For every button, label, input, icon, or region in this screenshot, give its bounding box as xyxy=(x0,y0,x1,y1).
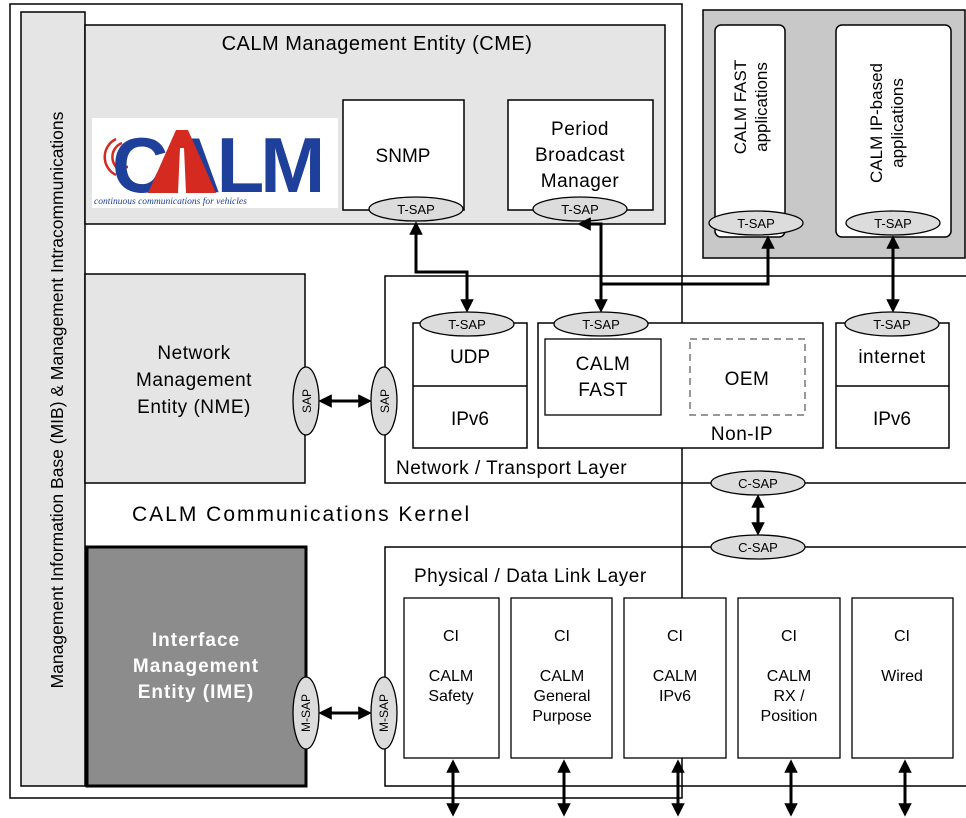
arrow-fast-apps xyxy=(601,235,775,286)
network-csap-label: C-SAP xyxy=(738,476,778,491)
calm-logo: CALM continuous communications for vehic… xyxy=(92,118,338,209)
physical-layer-label: Physical / Data Link Layer xyxy=(414,566,647,587)
ci-general-line3: Purpose xyxy=(532,708,592,725)
ci-ipv6-ci: CI xyxy=(667,628,683,645)
ci-wired-ci: CI xyxy=(894,628,910,645)
ci-box-wired xyxy=(851,597,954,759)
network-sap-label: SAP xyxy=(378,389,392,413)
snmp-tsap-label: T-SAP xyxy=(397,202,435,217)
calm-fast-apps-line2: applications xyxy=(752,62,771,152)
ip-apps-tsap-label: T-SAP xyxy=(874,216,912,231)
fast-apps-tsap xyxy=(708,210,804,236)
ime-line3: Entity (IME) xyxy=(138,682,255,703)
ci-wired-line1: Wired xyxy=(881,668,923,685)
calm-ip-apps-line1: CALM IP-based xyxy=(867,63,886,183)
signal-arc-3 xyxy=(103,137,117,177)
nme-box xyxy=(84,273,306,484)
ime-box xyxy=(85,545,308,788)
nme-line1: Network xyxy=(157,343,230,364)
udp-tsap-label: T-SAP xyxy=(448,317,486,332)
network-layer-label: Network / Transport Layer xyxy=(396,458,627,479)
nme-line3: Entity (NME) xyxy=(137,397,251,418)
ci-safety-line1: CALM xyxy=(429,668,473,685)
ci-box-general xyxy=(510,597,613,759)
ci-general-line2: General xyxy=(534,688,591,705)
internet-ipv6-label: IPv6 xyxy=(873,409,911,430)
ci-safety-line2: Safety xyxy=(428,688,473,705)
calm-fast-box xyxy=(544,338,662,416)
calm-fast-apps-line1: CALM FAST xyxy=(731,60,750,154)
non-ip-label: Non-IP xyxy=(711,424,773,445)
ci-general-line1: CALM xyxy=(540,668,584,685)
physical-csap-label: C-SAP xyxy=(738,540,778,555)
ci-rx-ci: CI xyxy=(781,628,797,645)
internet-tsap-label: T-SAP xyxy=(873,317,911,332)
non-ip-tsap-label: T-SAP xyxy=(582,317,620,332)
oem-label: OEM xyxy=(725,369,770,390)
road-stripe xyxy=(178,148,186,193)
pbm-line3: Manager xyxy=(541,171,620,192)
ci-rx-line3: Position xyxy=(761,708,818,725)
pbm-box xyxy=(507,99,654,211)
oem-box xyxy=(689,338,806,416)
pbm-tsap-label: T-SAP xyxy=(561,202,599,217)
calm-logo-tagline: continuous communications for vehicles xyxy=(94,196,247,207)
pbm-line2: Broadcast xyxy=(535,145,625,166)
udp-label: UDP xyxy=(450,347,490,368)
signal-arc-1 xyxy=(116,145,129,169)
connector-arrows xyxy=(318,217,912,817)
ip-apps-tsap xyxy=(845,210,941,236)
internet-label: internet xyxy=(858,347,926,368)
nme-line2: Management xyxy=(136,370,252,391)
calm-fast-line1: CALM xyxy=(576,354,631,375)
signal-arc-2 xyxy=(111,141,123,173)
physical-msap-label: M-SAP xyxy=(377,694,391,732)
ime-line2: Management xyxy=(133,656,259,677)
ime-msap-label: M-SAP xyxy=(299,694,313,732)
snmp-label: SNMP xyxy=(376,146,431,167)
ci-box-rx-position xyxy=(737,597,841,759)
arrow-snmp-udp xyxy=(409,221,474,313)
arrow-pbm-fast xyxy=(577,217,608,313)
pbm-line1: Period xyxy=(551,119,609,140)
udp-ipv6-label: IPv6 xyxy=(451,409,489,430)
mib-sidebar-label: Management Information Base (MIB) & Mana… xyxy=(47,111,67,688)
kernel-label: CALM Communications Kernel xyxy=(132,503,471,526)
ci-box-safety xyxy=(403,597,500,759)
calm-logo-text: CALM xyxy=(112,121,321,209)
calm-fast-line2: FAST xyxy=(578,380,628,401)
calm-ip-apps-line2: applications xyxy=(888,78,907,168)
ci-ipv6-line2: IPv6 xyxy=(659,688,691,705)
fast-apps-tsap-label: T-SAP xyxy=(737,216,775,231)
cme-title: CALM Management Entity (CME) xyxy=(222,33,533,55)
calm-fast-applications-box xyxy=(714,24,786,238)
nme-sap-label: SAP xyxy=(300,389,314,413)
ci-safety-ci: CI xyxy=(443,628,459,645)
ci-rx-line1: CALM xyxy=(767,668,811,685)
ci-ipv6-line1: CALM xyxy=(653,668,697,685)
ci-general-ci: CI xyxy=(554,628,570,645)
snmp-tsap xyxy=(368,196,464,222)
ime-line1: Interface xyxy=(152,630,240,651)
ci-rx-line2: RX / xyxy=(773,688,805,705)
snmp-box xyxy=(342,99,465,211)
mib-sidebar xyxy=(20,11,86,787)
ci-box-ipv6 xyxy=(623,597,727,759)
